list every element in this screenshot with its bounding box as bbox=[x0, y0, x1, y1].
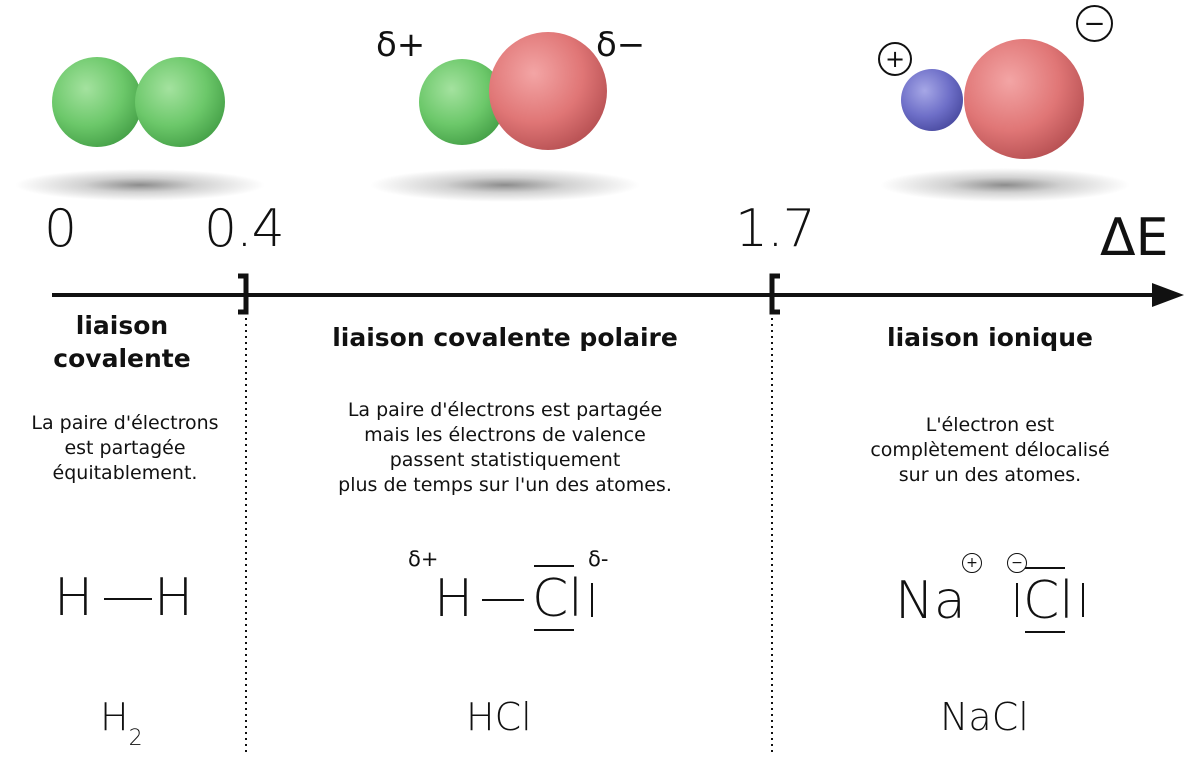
tick-label-1-7: 1.7 bbox=[735, 199, 816, 259]
hydrogen-atom-left bbox=[52, 57, 142, 147]
section-description-covalent: La paire d'électrons est partagée équita… bbox=[31, 412, 219, 485]
molecule-name-nacl: NaCl bbox=[940, 695, 1029, 739]
single-bond bbox=[482, 599, 524, 601]
hcl-partial-positive-label: δ+ bbox=[376, 25, 426, 65]
lone-pair-right bbox=[591, 583, 593, 617]
sodium-positive-charge-icon: + bbox=[878, 42, 912, 76]
lewis-structure-h2: H H bbox=[54, 568, 194, 628]
h2-shadow bbox=[15, 169, 265, 201]
section-title-polar-covalent: liaison covalente polaire bbox=[332, 323, 678, 352]
lone-pair-top bbox=[1025, 567, 1065, 569]
section-title-ionic: liaison ionique bbox=[887, 323, 1093, 352]
single-bond bbox=[104, 598, 152, 600]
hydrogen-atom bbox=[419, 59, 505, 145]
sodium-symbol: Na bbox=[895, 571, 966, 631]
section-description-polar-covalent: La paire d'électrons est partagée mais l… bbox=[338, 399, 672, 497]
nacl-shadow bbox=[880, 168, 1130, 202]
molecule-name-hcl: HCl bbox=[466, 695, 532, 739]
partial-negative-charge: δ- bbox=[588, 547, 609, 571]
axis-arrowhead bbox=[1152, 283, 1184, 307]
molecule-name-h2: H2 bbox=[100, 695, 143, 751]
nacl-ions-3d bbox=[880, 39, 1130, 202]
bracket-1-7 bbox=[769, 273, 780, 315]
lone-pair-top bbox=[534, 565, 574, 567]
hcl-molecule-3d bbox=[370, 32, 640, 202]
chloride-ion bbox=[964, 39, 1084, 159]
hydrogen-atom-right bbox=[135, 57, 225, 147]
lewis-structure-nacl: Na + − Cl bbox=[895, 545, 1115, 645]
bracket-0-4 bbox=[238, 273, 249, 315]
tick-label-0-4: 0.4 bbox=[204, 199, 285, 259]
hcl-shadow bbox=[370, 168, 640, 202]
negative-charge-icon: − bbox=[1007, 553, 1027, 573]
lone-pair-left bbox=[1016, 583, 1018, 617]
lone-pair-bottom bbox=[1025, 631, 1065, 633]
h2-molecule-3d bbox=[15, 57, 265, 201]
positive-charge-icon: + bbox=[962, 553, 982, 573]
sodium-ion bbox=[901, 69, 963, 131]
section-title-covalent: liaison covalente bbox=[53, 311, 191, 373]
tick-label-0: 0 bbox=[44, 199, 77, 259]
lewis-structure-hcl: δ+ H Cl δ- bbox=[408, 547, 609, 631]
lone-pair-bottom bbox=[534, 629, 574, 631]
section-description-ionic: L'électron est complètement délocalisé s… bbox=[870, 414, 1110, 487]
axis-label-delta-e: ΔE bbox=[1100, 208, 1169, 268]
partial-positive-charge: δ+ bbox=[408, 547, 439, 571]
chlorine-atom bbox=[489, 32, 607, 150]
chlorine-symbol: Cl bbox=[532, 569, 583, 629]
chlorine-symbol: Cl bbox=[1023, 571, 1074, 631]
lone-pair-right bbox=[1082, 583, 1084, 617]
chloride-negative-charge-icon: − bbox=[1076, 5, 1113, 42]
hcl-partial-negative-label: δ− bbox=[596, 25, 646, 65]
